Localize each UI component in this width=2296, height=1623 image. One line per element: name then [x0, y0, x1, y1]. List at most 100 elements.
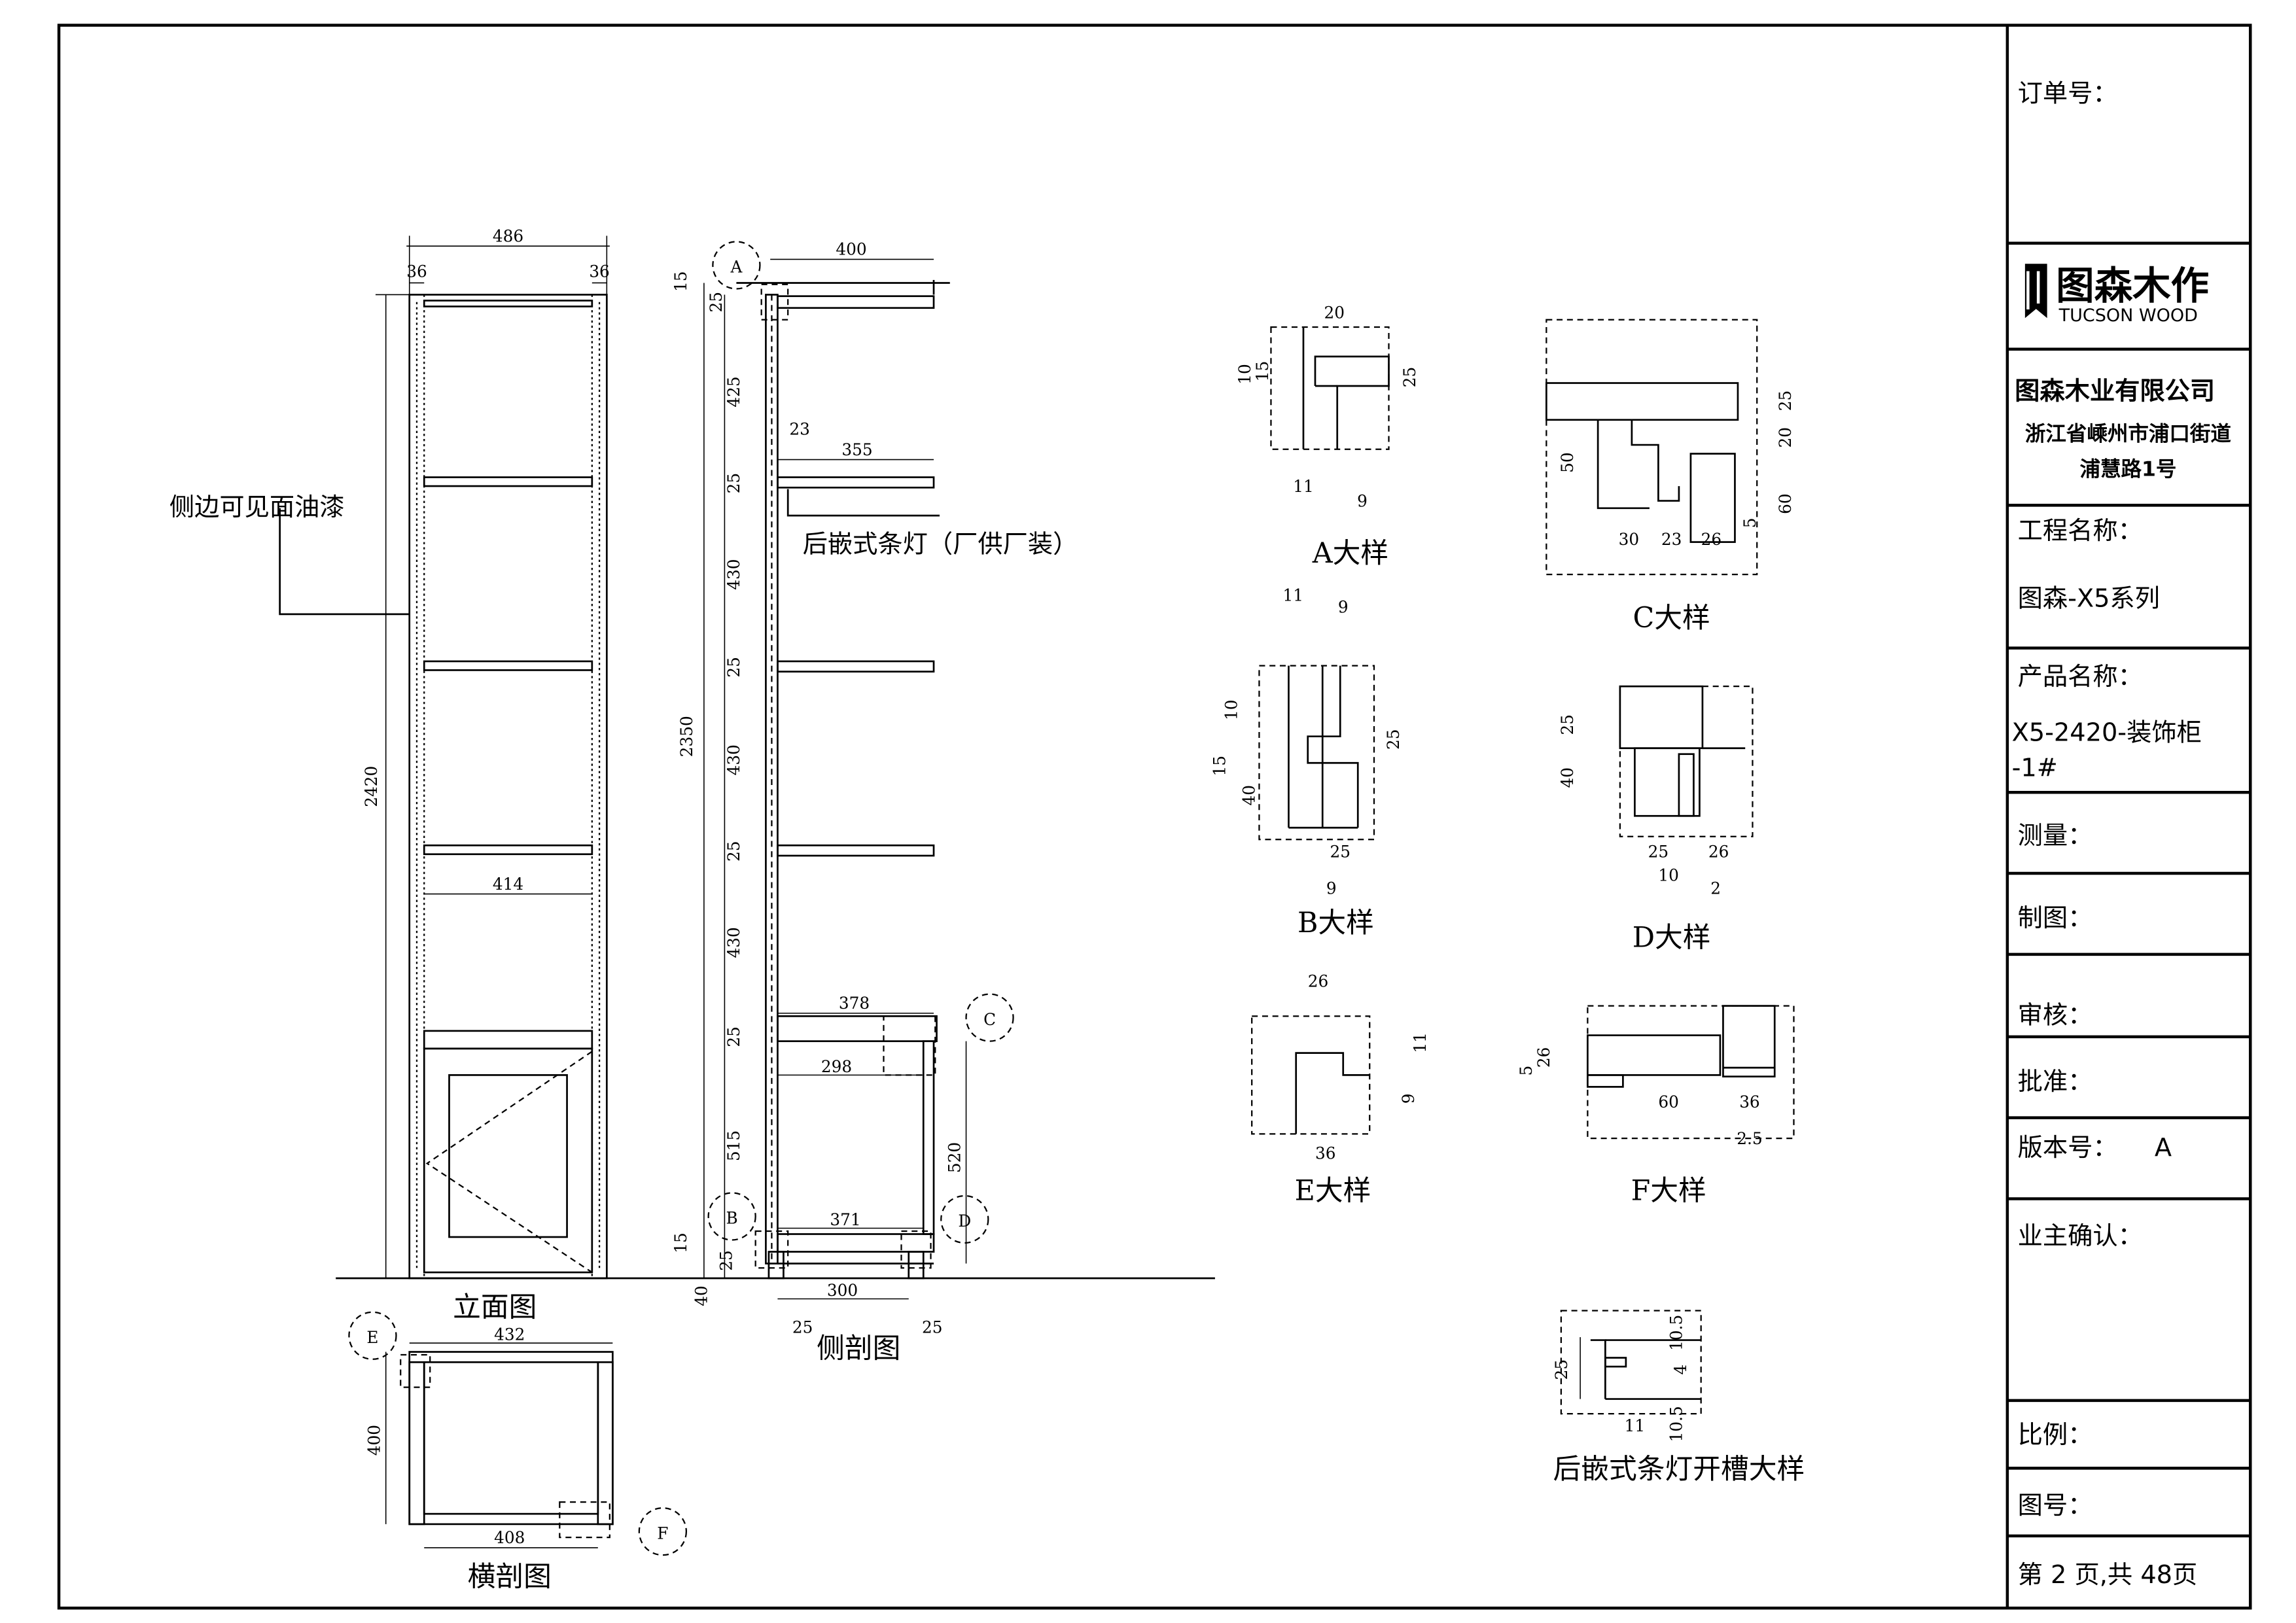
dimension-label: 20	[1776, 427, 1795, 448]
detail-callout-label: C	[983, 1010, 996, 1029]
dimension-label: 4	[1671, 1365, 1690, 1375]
detail-callout-label: B	[726, 1209, 738, 1228]
sheet-border	[57, 24, 2252, 1610]
dimension-label: 11	[1282, 586, 1303, 605]
dimension-label: 25	[1384, 729, 1403, 750]
version-label: 版本号：	[2018, 1133, 2118, 1162]
dimension-label: 26	[1534, 1047, 1553, 1068]
dimension-label: 23	[789, 419, 809, 438]
dimension-label: 20	[1324, 303, 1345, 322]
dimension-label: 430	[724, 559, 743, 589]
project-value: 图森-X5系列	[2018, 584, 2160, 614]
logo-en: TUCSON WOOD	[2058, 305, 2198, 326]
detail-a	[1270, 326, 1390, 450]
dimension-label: 9	[1399, 1094, 1418, 1104]
dimension-label: 25	[724, 841, 743, 862]
dimension-label: 23	[1661, 530, 1682, 549]
dimension-label: 2420	[362, 766, 381, 807]
dimension-label: 25	[1552, 1359, 1571, 1380]
dimension-label: 60	[1658, 1092, 1679, 1111]
project-label: 工程名称：	[2018, 516, 2143, 546]
dimension-label: 15	[1253, 361, 1272, 381]
detail-callout-label: A	[730, 258, 743, 277]
dimension-label: 2.5	[1737, 1129, 1762, 1148]
dimension-label: 408	[494, 1528, 525, 1547]
dimension-label: 5	[1517, 1066, 1536, 1076]
view-title: C大样	[1633, 602, 1710, 635]
dimension-label: 36	[1739, 1092, 1760, 1111]
order-no-label: 订单号：	[2018, 79, 2118, 109]
dimension-label: 425	[724, 376, 743, 407]
annotation-note: 后嵌式条灯（厂供厂装）	[803, 529, 1078, 559]
dimension-label: 60	[1776, 493, 1795, 514]
dimension-label: 11	[1411, 1032, 1430, 1053]
view-title: 侧剖图	[817, 1333, 900, 1365]
product-value-line1: X5-2420-装饰柜	[2012, 718, 2202, 747]
dimension-label: 371	[830, 1210, 860, 1229]
dimension-label: 9	[1338, 598, 1349, 617]
dimension-label: 378	[839, 994, 870, 1013]
detail-slot	[1560, 1310, 1702, 1415]
dimension-label: 11	[1293, 477, 1314, 496]
dimension-label: 400	[836, 240, 866, 259]
dimension-label: 515	[724, 1130, 743, 1161]
view-title: 横剖图	[468, 1560, 552, 1593]
view-title: B大样	[1298, 907, 1374, 939]
dimension-label: 25	[1558, 714, 1577, 735]
detail-callout-label: D	[958, 1212, 971, 1230]
version-value: A	[2155, 1133, 2172, 1162]
detail-f	[1587, 1005, 1795, 1140]
dimension-label: 15	[671, 1232, 690, 1253]
drafter-label: 制图：	[2018, 903, 2093, 933]
dimension-label: 430	[724, 927, 743, 958]
dimension-label: 36	[589, 262, 610, 281]
reviewer-label: 审核：	[2018, 1001, 2093, 1030]
address-line2: 浦慧路1号	[2079, 457, 2176, 481]
dimension-label: 414	[493, 875, 523, 894]
dimension-label: 10.5	[1667, 1406, 1686, 1442]
dimension-label: 9	[1357, 492, 1368, 511]
dimension-label: 25	[724, 473, 743, 494]
dimension-label: 11	[1625, 1416, 1646, 1435]
elevation-view	[279, 236, 610, 1280]
dimension-label: 10	[1222, 699, 1241, 720]
dimension-label: 430	[724, 744, 743, 775]
detail-d	[1619, 685, 1754, 837]
dimension-label: 36	[406, 262, 427, 281]
measure-label: 测量：	[2018, 821, 2093, 850]
dimension-label: 25	[724, 1026, 743, 1047]
approver-label: 批准：	[2018, 1067, 2093, 1096]
dimension-label: 40	[1240, 785, 1259, 806]
dimension-label: 25	[1776, 391, 1795, 411]
detail-callout-label: F	[657, 1524, 668, 1543]
dimension-label: 25	[792, 1318, 813, 1336]
dimension-label: 298	[821, 1057, 852, 1076]
dimension-label: 432	[494, 1325, 525, 1344]
dimension-label: 25	[707, 292, 726, 313]
dimension-label: 26	[1708, 842, 1729, 861]
logo-mark-icon	[2022, 260, 2051, 324]
scale-label: 比例：	[2018, 1420, 2093, 1450]
detail-c	[1545, 319, 1758, 576]
view-title: D大样	[1633, 922, 1711, 954]
view-title: 后嵌式条灯开槽大样	[1553, 1453, 1805, 1486]
dimension-label: 9	[1326, 879, 1337, 898]
product-value-line2: -1#	[2012, 753, 2058, 782]
dimension-label: 10	[1235, 364, 1254, 384]
dimension-label: 486	[493, 226, 523, 245]
dimension-label: 355	[841, 440, 872, 459]
page-info: 第 2 页,共 48页	[2018, 1560, 2198, 1590]
plan-section-view	[348, 1311, 687, 1556]
detail-e	[1251, 1015, 1371, 1135]
dimension-label: 25	[922, 1318, 943, 1336]
dimension-label: 40	[1558, 767, 1577, 788]
address-line1: 浙江省嵊州市浦口街道	[2025, 421, 2232, 445]
owner-confirm-label: 业主确认：	[2018, 1221, 2143, 1251]
dimension-label: 5	[1740, 517, 1759, 528]
dimension-label: 25	[724, 657, 743, 678]
dimension-label: 26	[1701, 530, 1722, 549]
dimension-label: 10	[1658, 865, 1679, 884]
dimension-label: 520	[945, 1142, 964, 1173]
title-block-rows	[2007, 241, 2251, 1538]
